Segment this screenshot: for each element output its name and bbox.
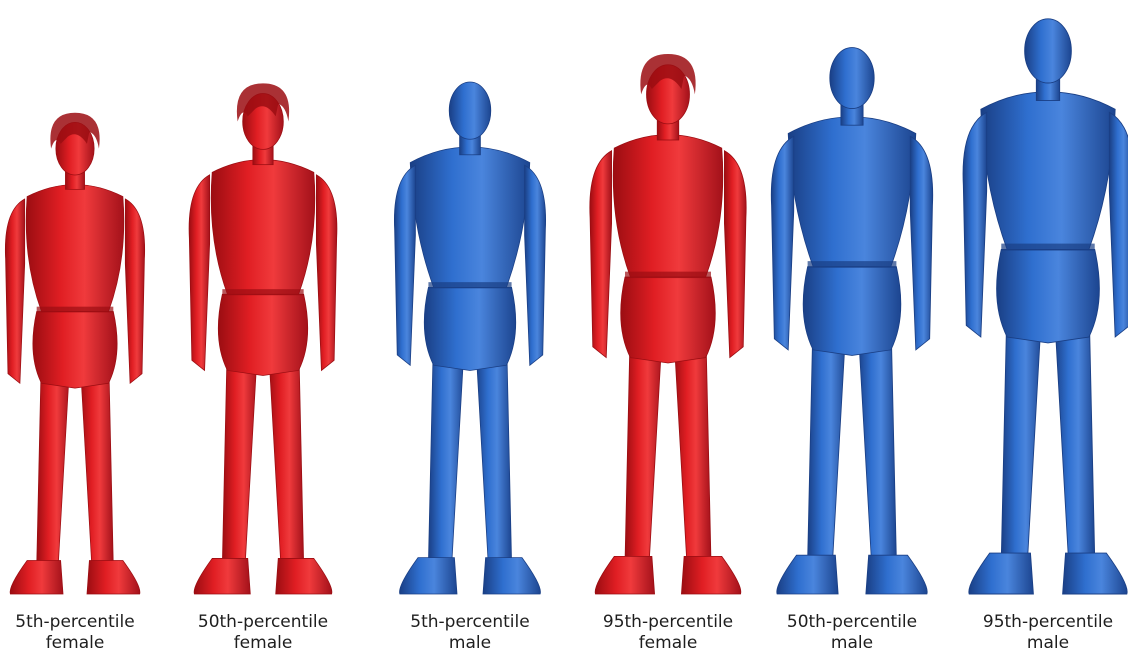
belt: [428, 282, 511, 288]
sex-text: male: [963, 633, 1128, 654]
belt: [808, 261, 897, 268]
manikin-label: 95th-percentilemale: [963, 612, 1128, 654]
head: [830, 48, 874, 109]
left-arm: [590, 151, 612, 358]
left-shoe: [194, 558, 250, 594]
torso: [981, 92, 1115, 250]
percentile-text: 5th-percentile: [0, 612, 160, 633]
manikin-label: 5th-percentilefemale: [0, 612, 160, 654]
right-shoe: [1063, 553, 1128, 594]
left-arm: [189, 175, 210, 371]
left-shoe: [595, 556, 654, 594]
female-manikin-2: [189, 83, 337, 594]
right-arm: [1109, 112, 1128, 337]
manikin-figures: [0, 0, 1128, 600]
right-shoe: [483, 558, 540, 594]
left-shoe: [969, 553, 1034, 594]
percentile-text: 5th-percentile: [385, 612, 555, 633]
manikin-label: 50th-percentilefemale: [178, 612, 348, 654]
right-arm: [316, 175, 337, 371]
pelvis: [218, 294, 307, 375]
percentile-text: 50th-percentile: [178, 612, 348, 633]
left-arm: [771, 136, 793, 350]
belt: [222, 289, 303, 295]
torso: [211, 160, 315, 295]
head: [449, 82, 491, 139]
right-shoe: [87, 560, 140, 594]
belt: [37, 307, 114, 313]
sex-text: female: [583, 633, 753, 654]
right-arm: [125, 199, 144, 383]
pelvis: [621, 277, 716, 363]
torso: [410, 147, 530, 287]
right-arm: [525, 165, 546, 365]
right-shoe: [276, 558, 332, 594]
torso: [613, 135, 723, 277]
pelvis: [424, 287, 515, 370]
belt: [625, 272, 711, 278]
percentile-text: 95th-percentile: [963, 612, 1128, 633]
percentile-text: 95th-percentile: [583, 612, 753, 633]
female-manikin-4: [590, 54, 746, 594]
right-arm: [910, 136, 932, 350]
left-arm: [394, 165, 415, 365]
belt: [1001, 244, 1094, 251]
male-manikin-5: [771, 48, 932, 594]
torso: [26, 185, 124, 312]
left-arm: [5, 199, 24, 383]
head: [1025, 19, 1072, 83]
male-manikin-3: [394, 82, 545, 594]
percentile-text: 50th-percentile: [767, 612, 937, 633]
sex-text: male: [385, 633, 555, 654]
left-shoe: [400, 558, 457, 594]
pelvis: [997, 249, 1100, 342]
female-manikin-1: [5, 113, 144, 594]
left-shoe: [10, 560, 63, 594]
right-shoe: [681, 556, 740, 594]
pelvis: [803, 267, 901, 356]
sex-text: male: [767, 633, 937, 654]
sex-text: female: [0, 633, 160, 654]
pelvis: [33, 311, 117, 388]
male-manikin-6: [963, 19, 1128, 594]
left-arm: [963, 112, 987, 337]
manikin-label: 95th-percentilefemale: [583, 612, 753, 654]
left-shoe: [777, 555, 838, 594]
manikin-label: 50th-percentilemale: [767, 612, 937, 654]
right-arm: [724, 151, 746, 358]
torso: [788, 117, 916, 267]
right-shoe: [866, 555, 927, 594]
manikin-label: 5th-percentilemale: [385, 612, 555, 654]
sex-text: female: [178, 633, 348, 654]
